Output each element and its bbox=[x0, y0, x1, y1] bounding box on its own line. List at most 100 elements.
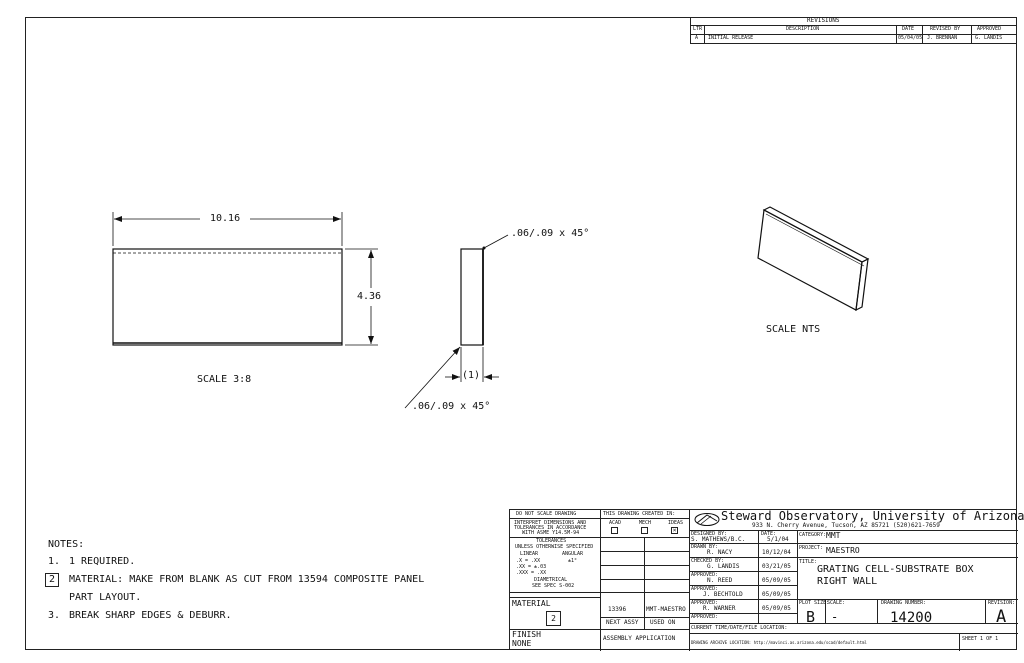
interpret-3: WITH ASME Y14.5M-94 bbox=[522, 530, 580, 536]
note-2-text: MATERIAL: MAKE FROM BLANK AS CUT FROM 13… bbox=[69, 574, 425, 585]
revision-label: REVISION: bbox=[988, 600, 1016, 606]
approved-2-label: APPROVED: bbox=[691, 586, 719, 592]
title-block: DO NOT SCALE DRAWING INTERPRET DIMENSION… bbox=[509, 509, 1024, 651]
rev-row-description: INITIAL RELEASE bbox=[708, 35, 754, 41]
rev-col-description: DESCRIPTION bbox=[786, 26, 820, 32]
tol-line-2: .XX = ±.03 bbox=[516, 564, 547, 570]
sw-ideas: IDEAS bbox=[668, 520, 684, 526]
tol-line-3: .XXX = .XX bbox=[516, 570, 547, 576]
rev-row-approved: G. LANDIS bbox=[975, 35, 1003, 41]
approved-1: N. REED bbox=[707, 577, 733, 584]
checked-date: 03/21/05 bbox=[762, 563, 791, 570]
category-label: CATEGORY: bbox=[799, 532, 827, 538]
sw-acad: ACAD bbox=[609, 520, 622, 526]
tol-spec: SEE SPEC S-002 bbox=[532, 583, 575, 589]
next-assy-value: 13396 bbox=[608, 606, 627, 613]
rev-row-ltr: A bbox=[695, 35, 699, 41]
front-height-dim: 4.36 bbox=[357, 291, 382, 302]
checkbox-acad bbox=[611, 527, 618, 534]
revision: A bbox=[996, 607, 1007, 627]
note-1-num: 1. bbox=[48, 556, 61, 567]
approved-3: R. WARNER bbox=[703, 605, 736, 612]
sw-mech: MECH bbox=[639, 520, 652, 526]
note-2-num: 2 bbox=[45, 573, 59, 587]
tol-angular-val: ±1° bbox=[568, 558, 578, 564]
next-assy-label: NEXT ASSY bbox=[606, 619, 639, 626]
drawing-title-1: GRATING CELL-SUBSTRATE BOX bbox=[817, 564, 974, 575]
drawn-by: R. NACY bbox=[707, 549, 733, 556]
designed-date: 5/1/04 bbox=[767, 536, 789, 543]
org-logo bbox=[693, 512, 721, 527]
checked-by-label: CHECKED BY: bbox=[691, 558, 725, 564]
drawing-number-label: DRAWING NUMBER: bbox=[881, 600, 927, 606]
scale-label: SCALE: bbox=[827, 600, 846, 606]
plot-size: B bbox=[806, 608, 816, 626]
scale-value: - bbox=[831, 610, 839, 624]
archive-label: DRAWING ARCHIVE LOCATION: http://mavinci… bbox=[691, 640, 867, 645]
revisions-heading: REVISIONS bbox=[807, 17, 840, 24]
note-3-text: BREAK SHARP EDGES & DEBURR. bbox=[69, 610, 232, 621]
drawn-date: 10/12/04 bbox=[762, 549, 791, 556]
material-note: 2 bbox=[546, 611, 561, 626]
notes-heading: NOTES: bbox=[48, 539, 85, 550]
front-width-dim: 10.16 bbox=[208, 213, 243, 224]
designed-by-label: DESIGNED BY: bbox=[691, 531, 728, 537]
interpret-1: INTERPRET DIMENSIONS AND bbox=[514, 520, 587, 526]
isometric-view bbox=[757, 206, 870, 312]
approved-2: J. BECHTOLD bbox=[703, 591, 743, 598]
finish-label: FINISH bbox=[512, 630, 541, 639]
plot-size-label: PLOT SIZE: bbox=[799, 600, 830, 606]
front-scale: SCALE 3:8 bbox=[197, 374, 252, 385]
org-address: 933 N. Cherry Avenue, Tucson, AZ 85721 (… bbox=[752, 522, 940, 529]
note-2-text-cont: PART LAYOUT. bbox=[69, 592, 142, 603]
side-thickness-dim: (1) bbox=[462, 370, 481, 381]
used-on-value: MMT-MAESTRO bbox=[646, 606, 686, 613]
checked-by: G. LANDIS bbox=[707, 563, 740, 570]
assembly-application: ASSEMBLY APPLICATION bbox=[603, 635, 676, 642]
tol-line-1: .X = .XX bbox=[516, 558, 541, 564]
side-chamfer-top: .06/.09 x 45° bbox=[511, 228, 590, 239]
rev-col-approved: APPROVED bbox=[977, 26, 1002, 32]
project: MAESTRO bbox=[826, 546, 860, 555]
rev-col-ltr: LTR bbox=[693, 26, 703, 32]
approved-1-date: 05/09/05 bbox=[762, 577, 791, 584]
tol-angular: ANGULAR bbox=[562, 551, 584, 557]
tolerances-heading: TOLERANCES bbox=[536, 538, 567, 544]
tol-diametrical: DIAMETRICAL bbox=[534, 577, 568, 583]
date-label: DATE: bbox=[761, 531, 777, 537]
material-label: MATERIAL bbox=[512, 599, 551, 608]
side-view bbox=[404, 234, 509, 409]
rev-col-date: DATE bbox=[902, 26, 915, 32]
category: MMT bbox=[826, 531, 841, 540]
note-1-text: 1 REQUIRED. bbox=[69, 556, 136, 567]
iso-scale: SCALE NTS bbox=[766, 324, 821, 335]
interpret-2: TOLERANCES IN ACCORDANCE bbox=[514, 525, 587, 531]
drawing-title-2: RIGHT WALL bbox=[817, 576, 878, 587]
created-in: THIS DRAWING CREATED IN: bbox=[603, 511, 676, 517]
approved-2-date: 05/09/05 bbox=[762, 591, 791, 598]
project-label: PROJECT: bbox=[799, 545, 824, 551]
checkbox-ideas: × bbox=[671, 527, 678, 534]
rev-col-revised-by: REVISED BY bbox=[930, 26, 961, 32]
title-label: TITLE: bbox=[799, 559, 818, 565]
approved-3-label: APPROVED: bbox=[691, 600, 719, 606]
front-view bbox=[112, 212, 378, 346]
unless-specified: UNLESS OTHERWISE SPECIFIED bbox=[515, 544, 594, 550]
finish-value: NONE bbox=[512, 639, 532, 648]
designed-by: S. MATHEWS/B.C. bbox=[691, 536, 746, 543]
approved-4-label: APPROVED: bbox=[691, 614, 719, 620]
drawing-number: 14200 bbox=[890, 610, 933, 626]
sheet-border bbox=[25, 17, 1017, 650]
approved-3-date: 05/09/05 bbox=[762, 605, 791, 612]
rev-row-revised-by: J. BRENNAN bbox=[927, 35, 958, 41]
rev-row-date: 05/04/05 bbox=[898, 35, 923, 41]
tol-linear: LINEAR bbox=[520, 551, 539, 557]
checkbox-mech bbox=[641, 527, 648, 534]
do-not-scale: DO NOT SCALE DRAWING bbox=[516, 511, 577, 517]
drawn-by-label: DRAWN BY: bbox=[691, 544, 719, 550]
approved-1-label: APPROVED: bbox=[691, 572, 719, 578]
revisions-table: REVISIONS LTR DESCRIPTION DATE REVISED B… bbox=[690, 17, 1017, 44]
org-name: Steward Observatory, University of Arizo… bbox=[721, 509, 1024, 523]
